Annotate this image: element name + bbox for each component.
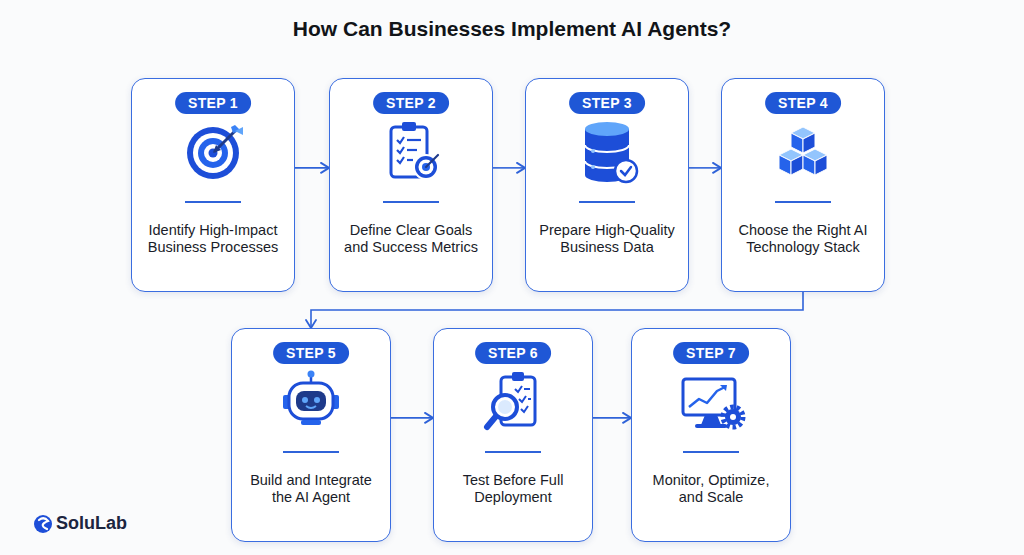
flow-arrow <box>593 417 631 419</box>
step-badge: STEP 5 <box>273 342 349 364</box>
step-box: STEP 3 Prepare High-Quality Business Data <box>525 78 689 292</box>
divider-line <box>283 451 339 453</box>
step-badge: STEP 3 <box>569 92 645 114</box>
step-label: Build and Integrate the AI Agent <box>239 461 383 517</box>
step-box: STEP 4 Choose the Right AI Technology Sta… <box>721 78 885 292</box>
step-badge: STEP 6 <box>475 342 551 364</box>
divider-line <box>383 201 439 203</box>
divider-line <box>579 201 635 203</box>
step-label: Identify High-Impact Business Processes <box>139 211 287 267</box>
flow-arrow <box>311 292 803 328</box>
flow-arrow <box>689 167 721 169</box>
flow-arrow <box>391 417 433 419</box>
step-box: STEP 5 Build and Integrate the AI Agent <box>231 328 391 542</box>
logo-mark <box>34 515 52 533</box>
step-box: STEP 2 Define Clear Goals and Success Met… <box>329 78 493 292</box>
divider-line <box>683 451 739 453</box>
step-label: Define Clear Goals and Success Metrics <box>337 211 485 267</box>
step-box: STEP 1 Identify High-Impact Business Proc… <box>131 78 295 292</box>
step-label: Prepare High-Quality Business Data <box>533 211 681 267</box>
divider-line <box>775 201 831 203</box>
diagram-title: How Can Businesses Implement AI Agents? <box>0 17 1024 41</box>
step-badge: STEP 7 <box>673 342 749 364</box>
step-label: Test Before Full Deployment <box>441 461 585 517</box>
step-label: Choose the Right AI Technology Stack <box>729 211 877 267</box>
divider-line <box>185 201 241 203</box>
step-label: Monitor, Optimize, and Scale <box>639 461 783 517</box>
logo-text: SoluLab <box>56 513 127 534</box>
step-badge: STEP 4 <box>765 92 841 114</box>
step-badge: STEP 1 <box>175 92 251 114</box>
flow-arrow <box>493 167 525 169</box>
step-badge: STEP 2 <box>373 92 449 114</box>
divider-line <box>485 451 541 453</box>
step-box: STEP 6 Test Before Full Deployment <box>433 328 593 542</box>
step-box: STEP 7 Monitor, Optimize, and Scale <box>631 328 791 542</box>
flow-arrow <box>295 167 329 169</box>
